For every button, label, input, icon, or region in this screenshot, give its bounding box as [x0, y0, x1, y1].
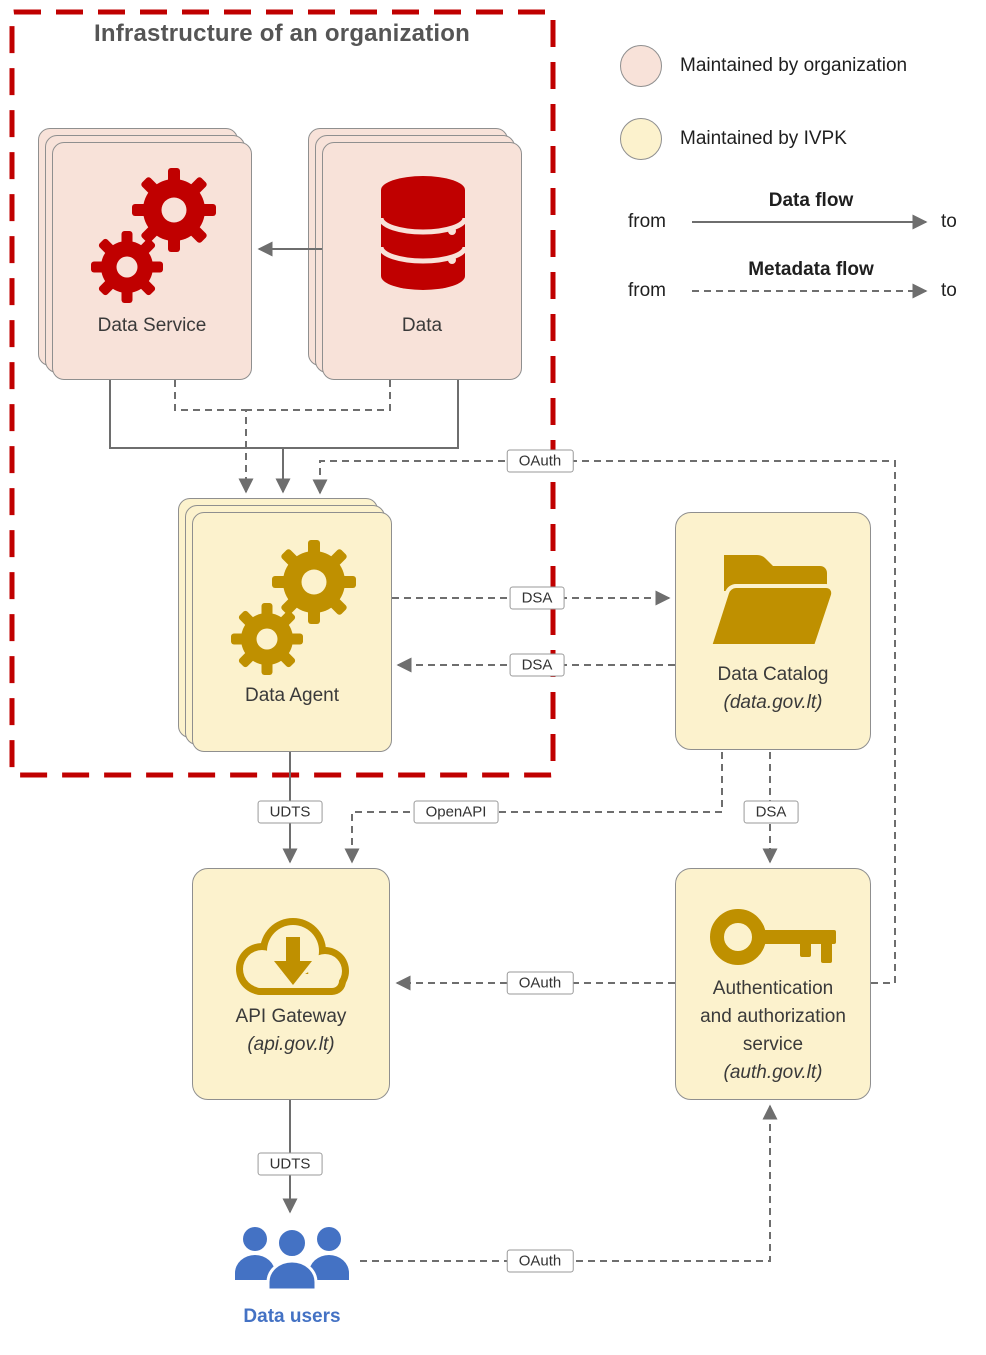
data-catalog-url: (data.gov.lt) — [723, 692, 823, 713]
edge-label-dsa-to-catalog: DSA — [509, 586, 565, 610]
auth-service-name-line3: service — [742, 1034, 804, 1055]
legend-data-flow-title: Data flow — [768, 190, 854, 211]
data-agent-stack-front: Data Agent — [192, 512, 392, 752]
edge-label-oauth-users: OAuth — [506, 1249, 574, 1273]
data-label: Data — [401, 315, 443, 336]
auth-service-name-line1: Authentication — [712, 978, 834, 999]
edge-metadata-data-to-agent — [246, 380, 391, 411]
legend-data-flow-from: from — [628, 211, 666, 232]
edge-label-oauth-gateway: OAuth — [506, 971, 574, 995]
legend-data-flow-to: to — [941, 211, 957, 232]
data-service-label: Data Service — [97, 315, 207, 336]
legend-organization-label: Maintained by organization — [680, 55, 908, 76]
gears-icon — [91, 168, 216, 303]
auth-service-url: (auth.gov.lt) — [723, 1062, 823, 1083]
edge-oauth-users-to-auth — [360, 1104, 778, 1262]
auth-service-label: Authentication and authorization service… — [676, 975, 870, 1087]
data-agent-label: Data Agent — [244, 685, 340, 706]
legend-metadata-flow-from: from — [628, 280, 666, 301]
edge-label-oauth-agent: OAuth — [506, 449, 574, 473]
gears-icon — [231, 540, 356, 675]
infrastructure-title: Infrastructure of an organization — [94, 20, 470, 47]
legend-metadata-flow-to: to — [941, 280, 957, 301]
legend-organization-swatch — [620, 45, 662, 87]
edge-label-openapi: OpenAPI — [413, 800, 499, 824]
data-catalog-label: Data Catalog (data.gov.lt) — [676, 661, 870, 717]
edge-metadata-service-to-agent — [174, 380, 254, 494]
edge-label-udts-top: UDTS — [257, 800, 323, 824]
edge-label-dsa-to-auth: DSA — [743, 800, 799, 824]
data-catalog-name: Data Catalog — [717, 664, 829, 685]
database-icon — [378, 176, 468, 290]
node-auth-service: Authentication and authorization service… — [675, 868, 871, 1100]
api-gateway-label: API Gateway (api.gov.lt) — [193, 1003, 389, 1059]
edge-data-to-agent — [283, 380, 459, 449]
node-api-gateway: API Gateway (api.gov.lt) — [192, 868, 390, 1100]
edge-data-service-to-agent — [109, 380, 291, 494]
data-users-label: Data users — [243, 1306, 341, 1327]
data-service-stack-front: Data Service — [52, 142, 252, 380]
node-data-catalog: Data Catalog (data.gov.lt) — [675, 512, 871, 750]
edge-label-udts-bottom: UDTS — [257, 1152, 323, 1176]
users-icon — [235, 1227, 349, 1292]
folder-icon — [707, 555, 836, 648]
data-stack-front: Data — [322, 142, 522, 380]
legend-ivpk-label: Maintained by IVPK — [680, 128, 847, 149]
auth-service-name-line2: and authorization — [700, 1006, 846, 1027]
edge-openapi-catalog-to-gateway — [344, 752, 723, 864]
key-icon — [710, 909, 836, 965]
legend-metadata-flow-title: Metadata flow — [748, 259, 874, 280]
api-gateway-name: API Gateway — [235, 1006, 347, 1027]
cloud-download-icon — [236, 918, 349, 995]
legend-ivpk-swatch — [620, 118, 662, 160]
edge-label-dsa-to-agent: DSA — [509, 653, 565, 677]
api-gateway-url: (api.gov.lt) — [247, 1034, 335, 1055]
